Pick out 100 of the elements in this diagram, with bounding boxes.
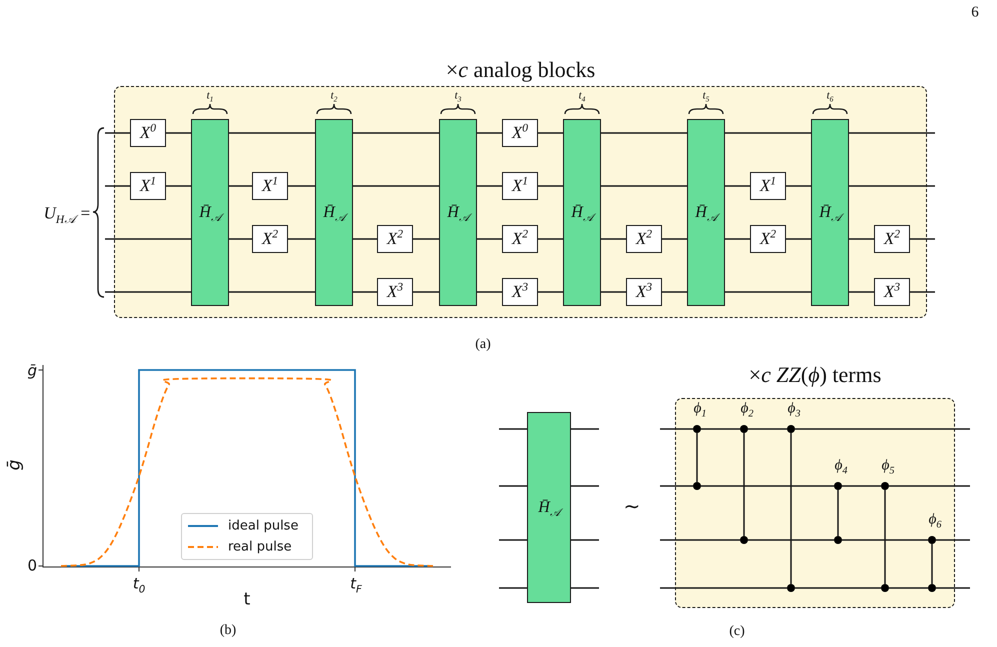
phase-label: ϕ$_{6}$ [928,512,942,528]
time-label: t$_{1}$ [206,90,214,102]
axis-title: ḡ [6,460,24,470]
wire-segment [229,185,252,187]
control-dot-icon [740,536,748,544]
phase-label: ϕ$_{3}$ [788,402,800,416]
wire-segment [229,132,315,134]
wire-segment [353,132,439,134]
wire-segment [910,238,935,240]
wire-segment [601,132,687,134]
time-label: t$_{5}$ [702,90,710,102]
control-dot-icon [693,482,701,490]
wire-segment [499,485,527,487]
wire-segment [229,291,315,293]
hamiltonian-block: H̄$_{𝒜}$ [687,119,725,306]
wire-segment [725,185,750,187]
wire-segment [353,185,439,187]
gate-box: X$^{1}$ [502,172,538,200]
wire-segment [849,185,935,187]
gate-box: X$^{2}$ [252,225,288,253]
wire-segment [571,485,599,487]
wire-segment [701,485,834,487]
wire-segment [413,291,439,293]
gate-box: X$^{3}$ [502,278,538,306]
wire-segment [849,291,874,293]
wire-segment [353,238,377,240]
wire-segment [725,291,811,293]
wire-segment [910,291,935,293]
group-title: ×c analog blocks [446,58,596,82]
wire-segment [105,291,191,293]
time-label: t$_{2}$ [330,90,338,102]
gate-box: X$^{2}$ [750,225,786,253]
wire-segment [889,485,970,487]
legend-label: real pulse [228,540,292,554]
wire-segment [105,185,130,187]
control-dot-icon [834,536,842,544]
wire-segment [166,132,191,134]
wire-segment [571,587,599,589]
wire-segment [353,291,377,293]
wire-segment [538,238,563,240]
control-dot-icon [834,482,842,490]
wire-segment [660,539,740,541]
wire-segment [413,238,439,240]
phase-label: ϕ$_{2}$ [740,402,754,416]
wire-segment [795,587,881,589]
gate-box: X$^{3}$ [626,278,662,306]
coupling-line [837,490,839,536]
time-label: t$_{6}$ [826,90,834,102]
wire-segment [229,238,252,240]
wire-segment [477,185,502,187]
coupling-line [884,490,886,584]
time-label: t$_{4}$ [578,90,586,102]
wire-segment [889,587,928,589]
wire-segment [571,539,599,541]
hamiltonian-block: H̄$_{𝒜}$ [315,119,353,306]
wire-segment [288,185,315,187]
panel-caption: (c) [729,625,745,639]
control-dot-icon [693,425,701,433]
wire-segment [601,185,687,187]
panel-caption: (b) [220,624,236,638]
wire-segment [477,132,502,134]
wire-segment [725,238,750,240]
tick-label: t$_{F}$ [350,576,362,592]
gate-box: X$^{2}$ [626,225,662,253]
phase-label: ϕ$_{1}$ [694,402,706,416]
wire-segment [795,428,970,430]
wire-segment [499,539,527,541]
control-dot-icon [928,584,936,592]
coupling-line [790,433,792,584]
gate-box: X$^{2}$ [502,225,538,253]
panel-caption: (a) [475,338,491,352]
similarity-symbol: ∼ [624,497,640,517]
control-dot-icon [928,536,936,544]
wire-segment [477,238,502,240]
control-dot-icon [881,584,889,592]
wire-segment [538,185,563,187]
legend-label: ideal pulse [228,520,298,532]
wire-segment [842,539,928,541]
wire-segment [662,238,687,240]
coupling-line [696,433,698,482]
wire-segment [660,587,787,589]
gate-box: X$^{2}$ [874,225,910,253]
hamiltonian-block: H̄$_{𝒜}$ [527,412,571,603]
wire-segment [538,132,563,134]
phase-label: ϕ$_{5}$ [882,458,894,474]
wire-segment [786,238,811,240]
wire-segment [660,485,693,487]
wire-segment [849,238,874,240]
wire-segment [166,185,191,187]
wire-segment [571,428,599,430]
wire-segment [538,291,563,293]
axis-title: t [244,592,250,608]
gate-box: X$^{0}$ [502,119,538,147]
time-label: t$_{3}$ [454,90,462,102]
hamiltonian-block: H̄$_{𝒜}$ [563,119,601,306]
gate-box: X$^{1}$ [130,172,166,200]
control-dot-icon [787,584,795,592]
wire-segment [662,291,687,293]
phase-label: ϕ$_{4}$ [834,458,848,474]
wire-segment [725,132,811,134]
